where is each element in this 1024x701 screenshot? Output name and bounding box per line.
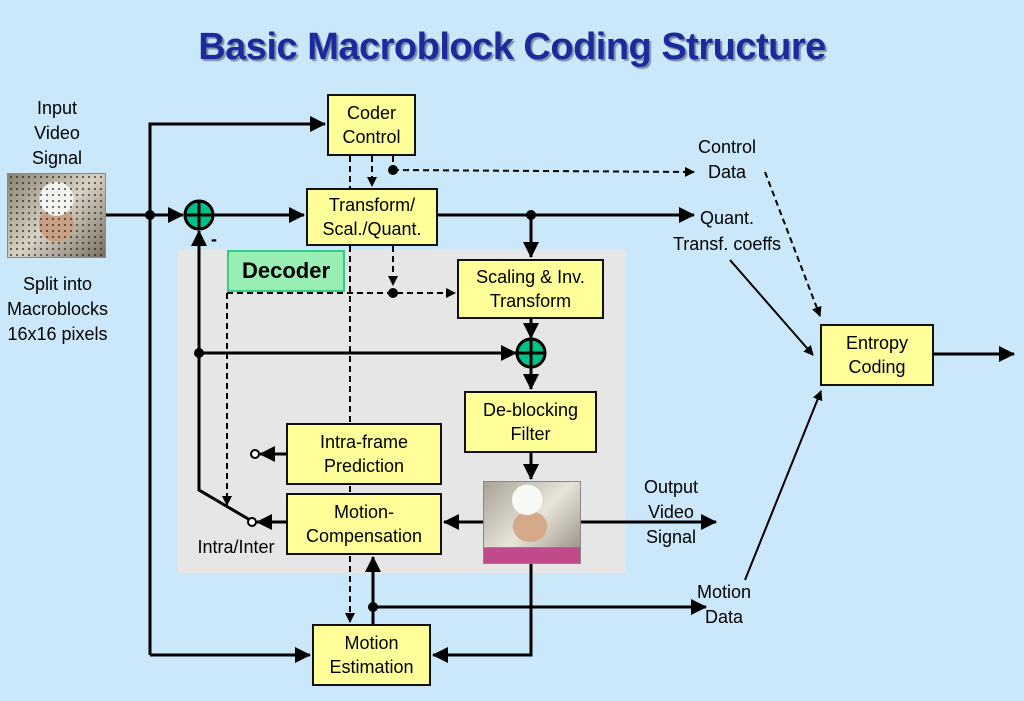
coder-control-block: Coder Control bbox=[327, 94, 416, 156]
quant-coeffs-label: Quant. Transf. coeffs bbox=[672, 208, 782, 254]
input-to-control-arrow bbox=[148, 116, 326, 655]
minus-sign: - bbox=[211, 229, 217, 249]
entropy-coding-block: Entropy Coding bbox=[820, 324, 934, 386]
deblocking-filter-block: De-blocking Filter bbox=[464, 391, 597, 453]
intra-frame-prediction-block: Intra-frame Prediction bbox=[286, 423, 442, 485]
summing-junction-recon bbox=[515, 337, 547, 369]
page-title: Basic Macroblock Coding Structure bbox=[198, 26, 826, 68]
control-data-label: Control Data bbox=[697, 137, 757, 182]
transform-block: Transform/ Scal./Quant. bbox=[306, 188, 438, 246]
output-video-signal-label: Output Video Signal bbox=[643, 477, 699, 547]
motion-data-label: Motion Data bbox=[696, 582, 752, 627]
input-video-image bbox=[7, 173, 106, 258]
scaling-inv-transform-block: Scaling & Inv. Transform bbox=[457, 259, 604, 319]
intra-inter-switch-label: Intra/Inter bbox=[197, 537, 275, 557]
motion-compensation-block: Motion- Compensation bbox=[286, 493, 442, 555]
summing-junction-input bbox=[183, 199, 215, 231]
split-macroblocks-label: Split into Macroblocks 16x16 pixels bbox=[6, 274, 109, 344]
motion-estimation-block: Motion Estimation bbox=[312, 624, 431, 686]
prediction-feedback-arrow bbox=[191, 230, 251, 522]
decoder-label: Decoder bbox=[227, 250, 345, 292]
input-video-signal-label: Input Video Signal bbox=[31, 98, 83, 168]
output-video-image bbox=[483, 481, 581, 564]
